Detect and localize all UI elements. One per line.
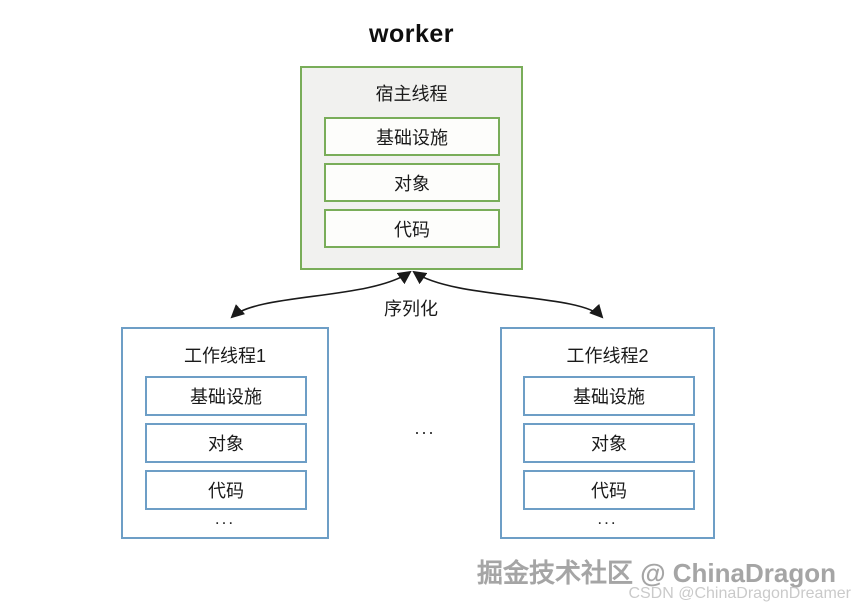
host-thread-label: 宿主线程 xyxy=(375,84,448,104)
worker-thread-1-box: 工作线程1 基础设施 对象 代码 ... xyxy=(121,327,329,539)
worker-thread-2-label: 工作线程2 xyxy=(566,346,649,366)
worker-1-more-ellipsis: ... xyxy=(214,509,236,528)
host-item-code: 代码 xyxy=(324,209,500,248)
worker-2-item-infrastructure: 基础设施 xyxy=(523,376,695,416)
worker-1-item-object: 对象 xyxy=(145,423,307,463)
worker-2-item-code: 代码 xyxy=(523,470,695,510)
worker-thread-1-label: 工作线程1 xyxy=(183,346,266,366)
serialization-label: 序列化 xyxy=(384,299,438,319)
host-item-infrastructure: 基础设施 xyxy=(324,117,500,156)
host-item-object: 对象 xyxy=(324,163,500,202)
worker-2-more-ellipsis: ... xyxy=(597,509,618,528)
worker-2-item-object: 对象 xyxy=(523,423,695,463)
worker-1-item-infrastructure: 基础设施 xyxy=(145,376,307,416)
host-thread-box: 宿主线程 基础设施 对象 代码 xyxy=(300,66,523,270)
worker-thread-2-box: 工作线程2 基础设施 对象 代码 ... xyxy=(500,327,715,539)
worker-1-item-code: 代码 xyxy=(145,470,307,510)
watermark-juejin: 掘金技术社区 @ ChinaDragon xyxy=(476,558,836,588)
more-workers-ellipsis: ... xyxy=(414,418,436,438)
watermark-csdn: CSDN @ChinaDragonDreamer xyxy=(628,585,851,602)
diagram-title: worker xyxy=(369,20,454,48)
